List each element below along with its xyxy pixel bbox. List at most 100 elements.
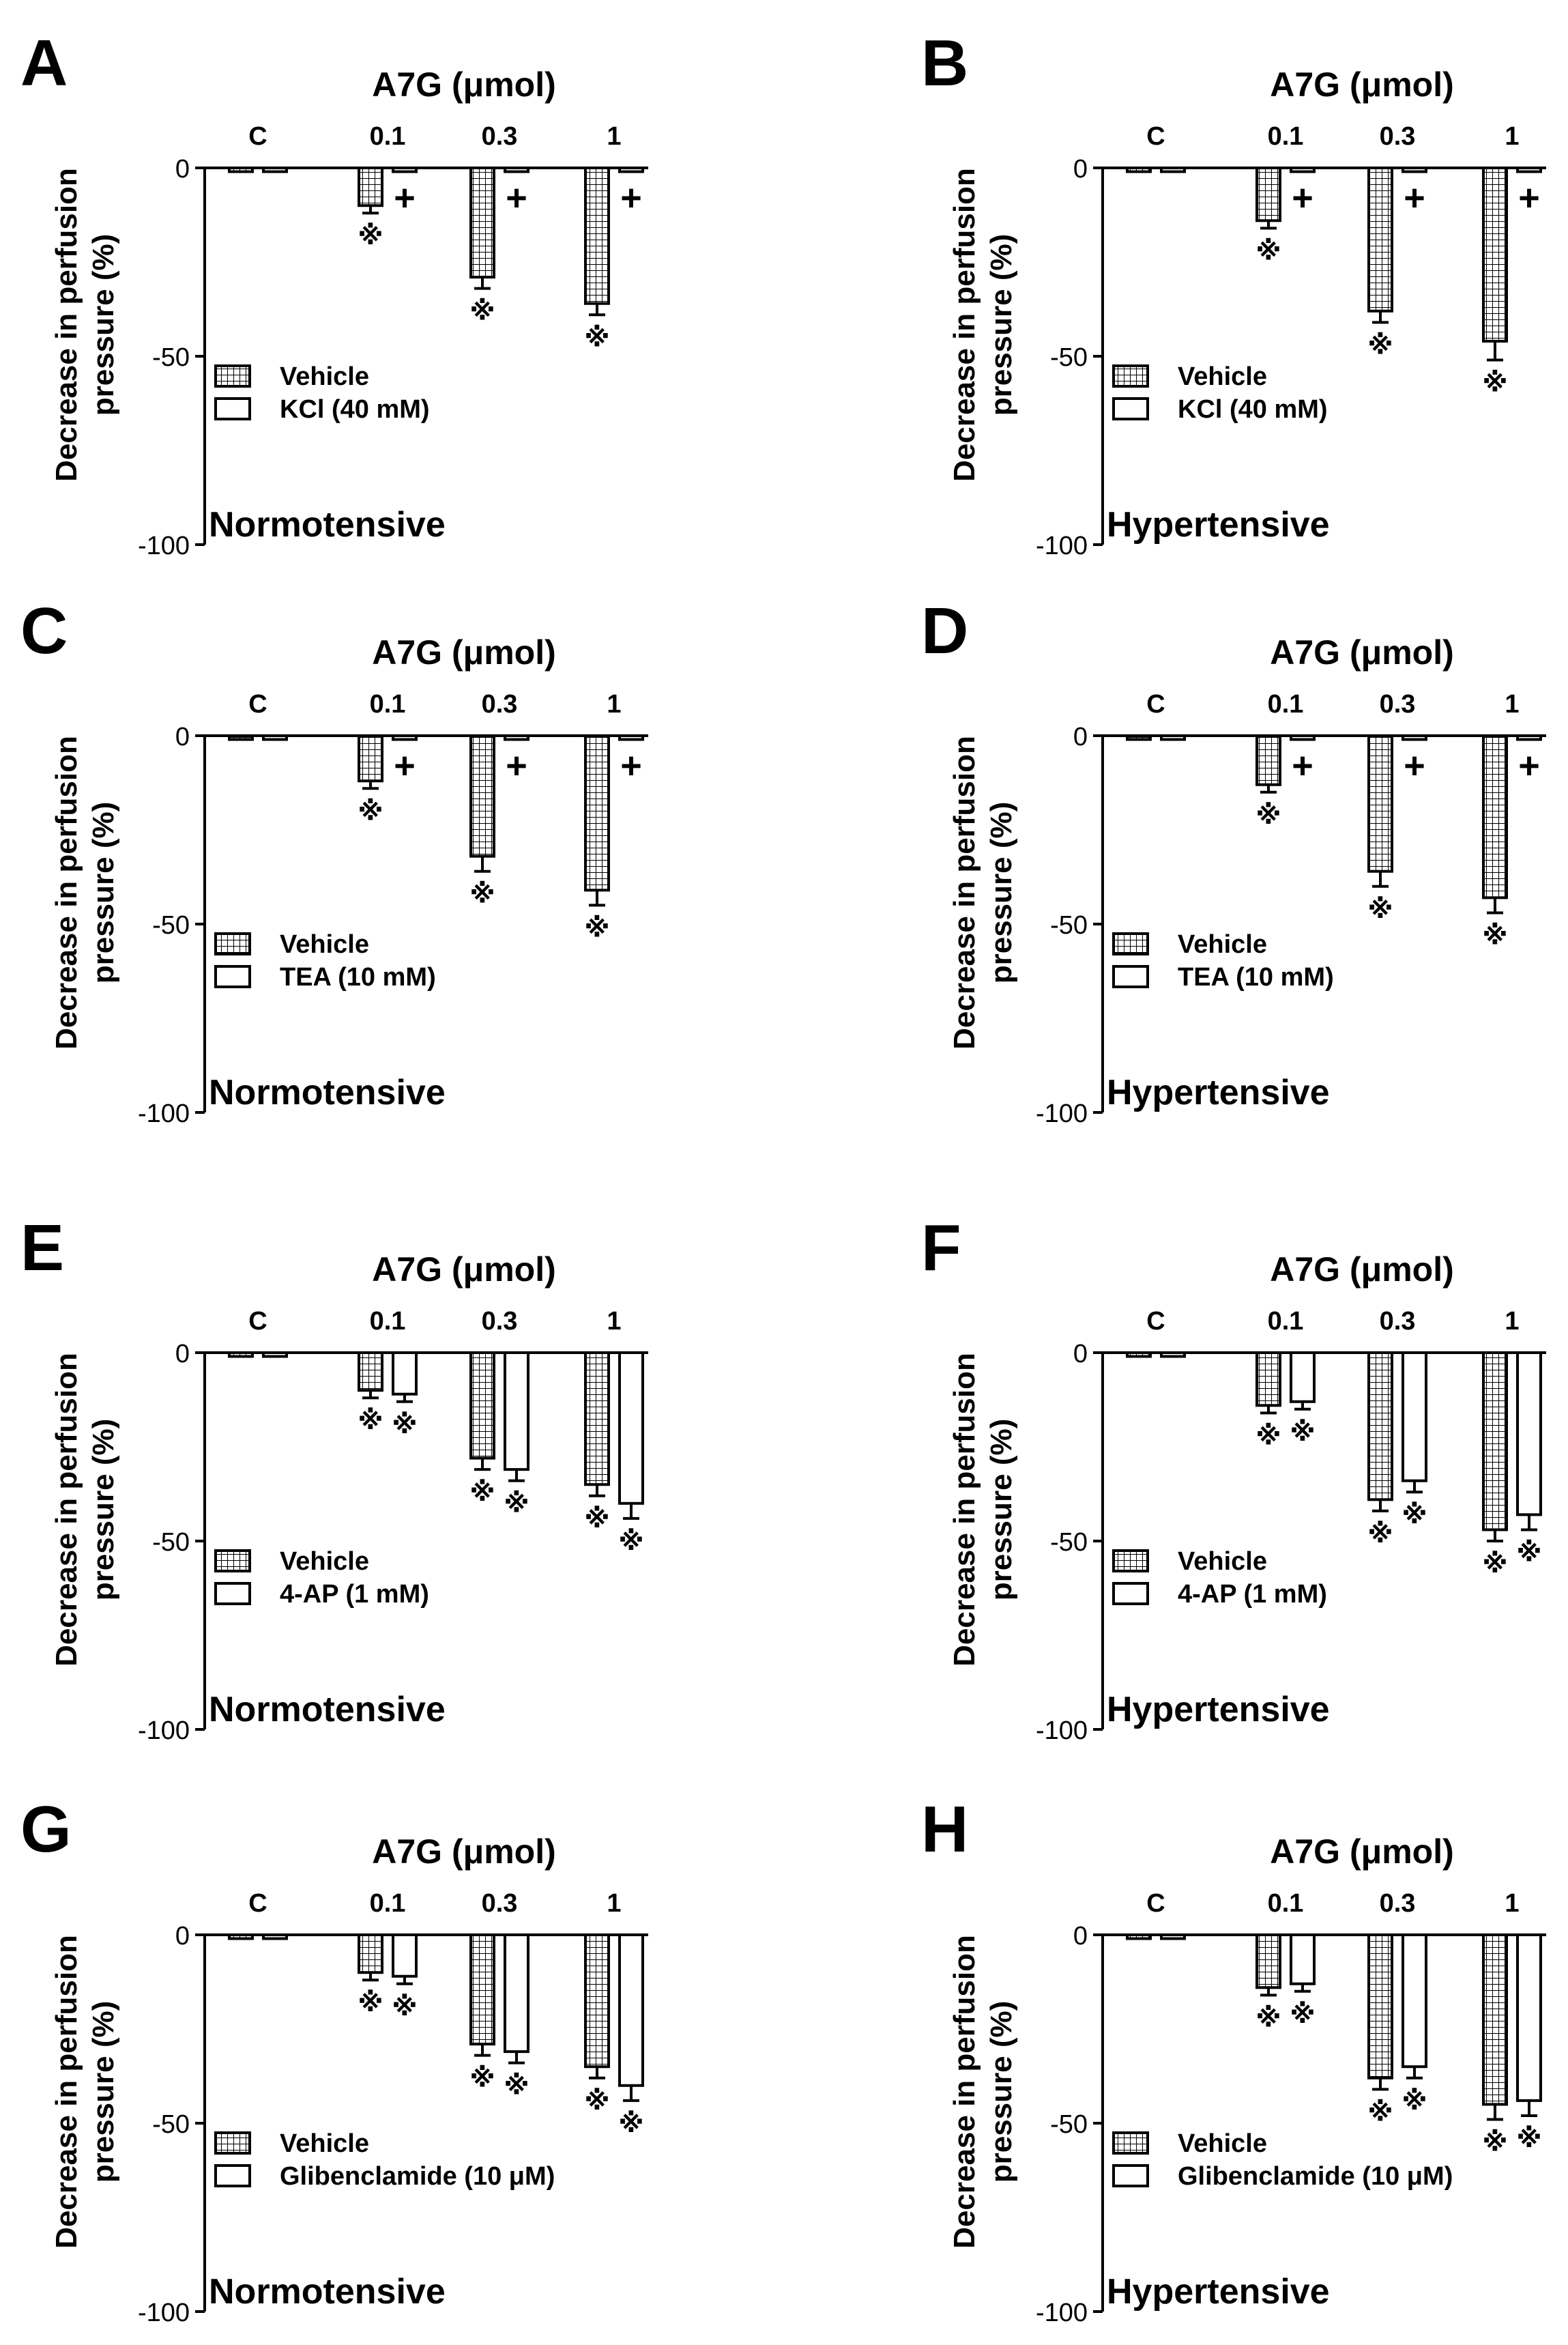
bar xyxy=(228,734,254,741)
y-axis-label-line-2: pressure (%) xyxy=(985,802,1018,984)
condition-label: Hypertensive xyxy=(1107,1073,1330,1112)
bar xyxy=(469,1351,495,1460)
bar xyxy=(1482,167,1508,343)
bar xyxy=(1255,167,1281,222)
category-label: 0.3 xyxy=(1380,122,1416,151)
legend-label: TEA (10 mM) xyxy=(280,963,436,992)
bar xyxy=(1126,1933,1152,1940)
legend-swatch xyxy=(1112,965,1149,988)
bar xyxy=(1290,1933,1316,1985)
bar xyxy=(1160,734,1186,741)
legend-swatch xyxy=(214,965,251,988)
y-axis-label-line-1: Decrease in perfusion xyxy=(948,1353,981,1667)
significance-asterisk: ※ xyxy=(358,1407,383,1435)
y-axis-label-line-1: Decrease in perfusion xyxy=(948,168,981,482)
bar xyxy=(1367,734,1393,873)
category-label: 0.1 xyxy=(370,1307,406,1336)
y-tick-label: -100 xyxy=(138,1099,190,1128)
significance-plus: + xyxy=(1292,745,1313,786)
legend-swatch xyxy=(1112,2131,1149,2155)
significance-plus: + xyxy=(620,177,642,218)
significance-asterisk: ※ xyxy=(1290,1418,1316,1447)
significance-plus: + xyxy=(620,745,642,786)
bar xyxy=(228,1933,254,1940)
y-tick-label: -100 xyxy=(138,532,190,560)
y-tick-label: 0 xyxy=(175,1340,190,1368)
category-label: C xyxy=(248,690,267,719)
category-label: 1 xyxy=(1505,1889,1519,1918)
legend-label: Glibenclamide (10 μM) xyxy=(280,2162,555,2191)
y-axis-label-line-1: Decrease in perfusion xyxy=(948,736,981,1050)
bar xyxy=(618,167,644,173)
significance-plus: + xyxy=(506,745,527,786)
chart-title: A7G (μmol) xyxy=(1270,1832,1453,1871)
legend-label: Vehicle xyxy=(280,930,369,959)
y-tick-label: 0 xyxy=(175,1922,190,1951)
bar xyxy=(262,1351,288,1358)
significance-asterisk: ※ xyxy=(1483,2128,1508,2157)
significance-asterisk: ※ xyxy=(1483,921,1508,950)
panel-letter: A xyxy=(20,27,68,100)
bar xyxy=(1367,1933,1393,2080)
chart-title: A7G (μmol) xyxy=(1270,1250,1453,1289)
category-label: C xyxy=(248,1307,267,1336)
significance-asterisk: ※ xyxy=(470,880,495,909)
bar xyxy=(1160,1351,1186,1358)
category-label: C xyxy=(248,122,267,151)
significance-plus: + xyxy=(1404,177,1425,218)
significance-asterisk: ※ xyxy=(1368,895,1393,924)
panel-letter: B xyxy=(921,27,968,100)
category-label: 0.3 xyxy=(1380,690,1416,719)
category-label: 0.1 xyxy=(1268,1307,1304,1336)
bar xyxy=(358,167,383,207)
significance-asterisk: ※ xyxy=(504,1490,529,1519)
bar xyxy=(584,734,610,892)
category-label: 0.1 xyxy=(370,690,406,719)
bar xyxy=(1160,1933,1186,1940)
significance-asterisk: ※ xyxy=(1256,1422,1281,1450)
chart-title: A7G (μmol) xyxy=(372,633,555,672)
significance-asterisk: ※ xyxy=(1368,1520,1393,1549)
bar xyxy=(392,1351,418,1396)
significance-asterisk: ※ xyxy=(1517,1538,1542,1567)
legend-label: Vehicle xyxy=(1178,362,1267,391)
y-tick-label: 0 xyxy=(175,723,190,751)
category-label: 0.3 xyxy=(482,1307,518,1336)
legend-label: Vehicle xyxy=(1178,930,1267,959)
condition-label: Normotensive xyxy=(209,2272,446,2312)
significance-plus: + xyxy=(506,177,527,218)
significance-asterisk: ※ xyxy=(585,914,610,943)
legend-label: 4-AP (1 mM) xyxy=(1178,1580,1327,1609)
panel-letter: C xyxy=(20,594,68,667)
bar xyxy=(504,1933,529,2054)
category-label: 0.1 xyxy=(370,1889,406,1918)
significance-asterisk: ※ xyxy=(585,2087,610,2116)
condition-label: Hypertensive xyxy=(1107,2272,1330,2312)
bar xyxy=(358,734,383,783)
y-axis-label-line-1: Decrease in perfusion xyxy=(50,736,83,1050)
y-tick-label: -100 xyxy=(1036,1716,1088,1745)
panel-letter: G xyxy=(20,1793,72,1866)
bar xyxy=(1516,1933,1542,2102)
legend-label: KCl (40 mM) xyxy=(1178,395,1328,424)
bar xyxy=(1516,167,1542,173)
legend-swatch xyxy=(214,397,251,420)
significance-plus: + xyxy=(1404,745,1425,786)
bar xyxy=(504,167,529,173)
bar xyxy=(262,1933,288,1940)
y-tick-label: 0 xyxy=(1073,723,1088,751)
bar xyxy=(584,167,610,305)
category-label: 1 xyxy=(1505,690,1519,719)
bar xyxy=(469,167,495,279)
category-label: 1 xyxy=(607,1307,621,1336)
significance-asterisk: ※ xyxy=(1517,2125,1542,2153)
bar xyxy=(584,1933,610,2069)
category-label: 0.3 xyxy=(1380,1307,1416,1336)
significance-asterisk: ※ xyxy=(470,1478,495,1507)
bar xyxy=(392,734,418,741)
